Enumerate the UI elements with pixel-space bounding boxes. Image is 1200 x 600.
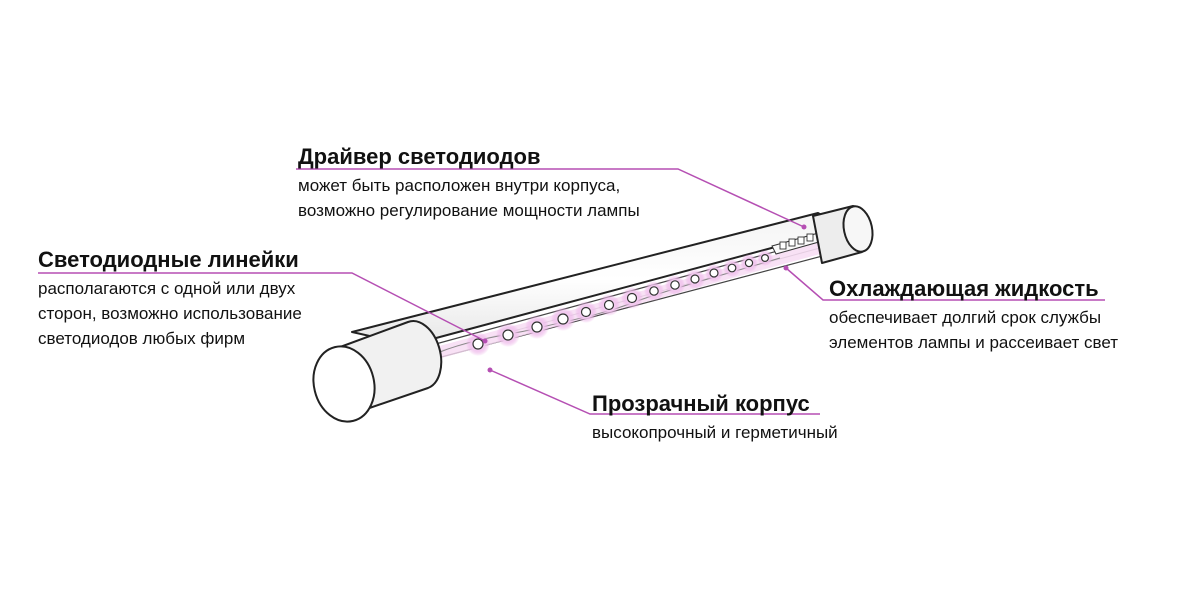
label-description-line: возможно регулирование мощности лампы	[298, 201, 640, 220]
label-led-strips: Светодиодные линейки располагаются с одн…	[38, 247, 302, 351]
label-description: располагаются с одной или двух сторон, в…	[38, 276, 302, 351]
led	[757, 250, 773, 266]
label-description-line: высокопрочный и герметичный	[592, 423, 838, 442]
label-description-line: располагаются с одной или двух	[38, 279, 296, 298]
led	[644, 281, 664, 301]
label-description-line: элементов лампы и рассеивает свет	[829, 333, 1119, 352]
label-title: Охлаждающая жидкость	[829, 276, 1099, 301]
label-cooling-liquid: Охлаждающая жидкость обеспечивает долгий…	[829, 276, 1118, 355]
label-description: может быть расположен внутри корпуса, во…	[298, 173, 640, 223]
right-end-cap	[812, 205, 874, 264]
led	[665, 275, 685, 295]
led	[740, 254, 758, 272]
label-description: высокопрочный и герметичный	[592, 420, 838, 445]
led	[525, 315, 549, 339]
label-transparent-housing: Прозрачный корпус высокопрочный и гермет…	[592, 391, 838, 445]
led	[598, 294, 620, 316]
led	[575, 301, 597, 323]
label-led-driver: Драйвер светодиодов может быть расположе…	[298, 144, 640, 223]
led-strip	[466, 250, 773, 356]
label-title: Драйвер светодиодов	[298, 144, 541, 169]
led	[705, 264, 723, 282]
led	[685, 269, 705, 289]
led	[723, 259, 741, 277]
label-description-line: сторон, возможно использование	[38, 304, 302, 323]
led	[621, 287, 643, 309]
left-end-cap	[312, 320, 443, 423]
callout-line-cooling	[785, 267, 1105, 301]
led	[551, 307, 575, 331]
label-title: Светодиодные линейки	[38, 247, 299, 272]
callout-line-strips	[38, 272, 486, 342]
callout-dots	[482, 224, 807, 373]
label-description-line: обеспечивает долгий срок службы	[829, 308, 1102, 327]
label-description: обеспечивает долгий срок службы элементо…	[829, 305, 1118, 355]
callout-line-driver	[296, 168, 805, 228]
callout-lines	[38, 168, 1105, 415]
led	[466, 332, 490, 356]
callout-line-housing	[489, 369, 820, 415]
label-title: Прозрачный корпус	[592, 391, 810, 416]
label-description-line: светодиодов любых фирм	[38, 329, 246, 348]
label-description-line: может быть расположен внутри корпуса,	[298, 176, 621, 195]
led	[496, 323, 520, 347]
